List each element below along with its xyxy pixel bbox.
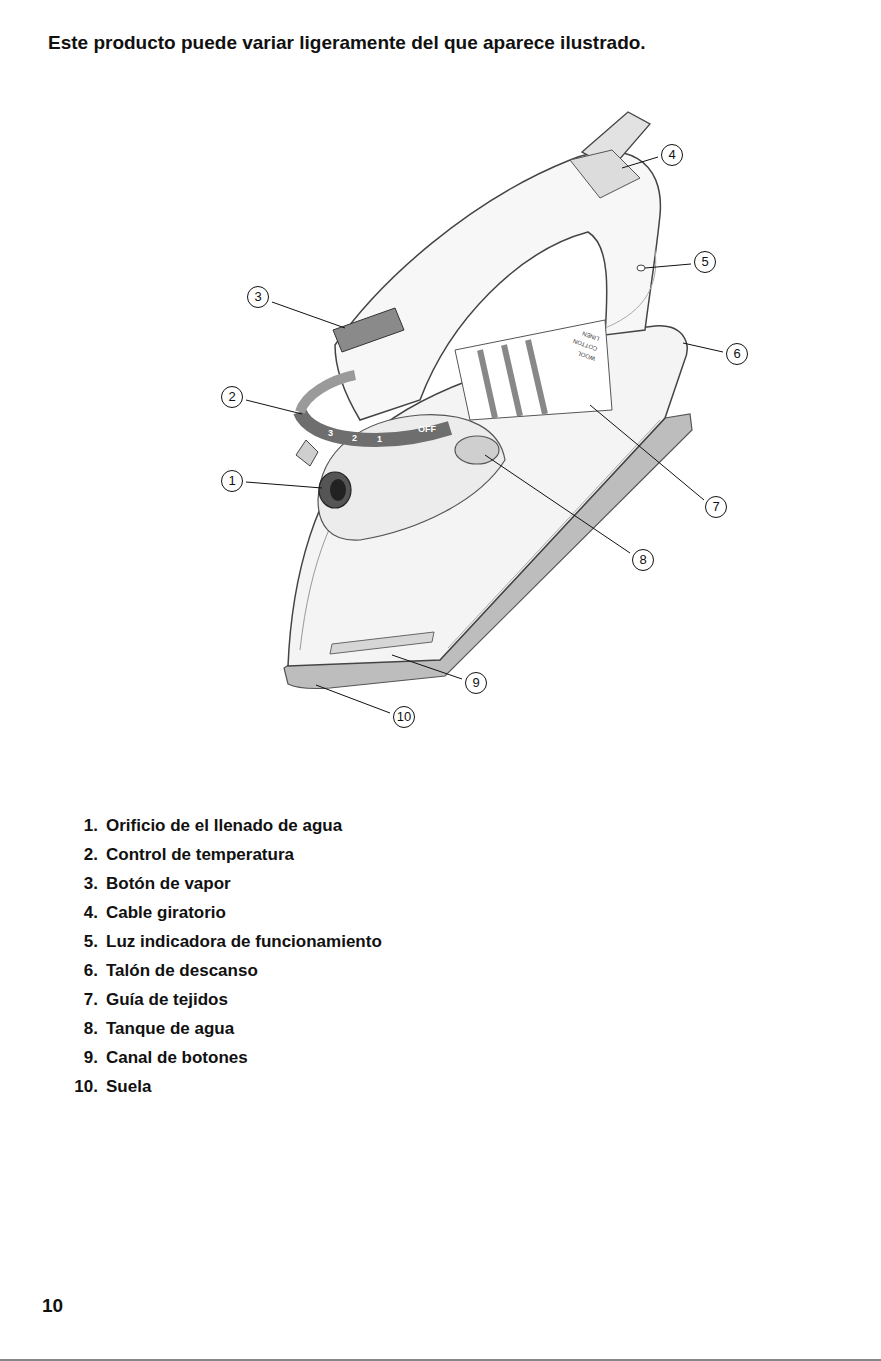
fabric-guide [455, 320, 612, 420]
temperature-dial [300, 375, 355, 412]
part-name: Guía de tejidos [106, 990, 228, 1010]
page-title: Este producto puede variar ligeramente d… [48, 32, 646, 54]
steam-button [333, 308, 404, 352]
dial-mark: 1 [377, 434, 382, 444]
list-number: 1. [62, 816, 98, 836]
part-name: Suela [106, 1077, 151, 1097]
dial-mark: 3 [328, 428, 333, 438]
part-name: Orificio de el llenado de agua [106, 816, 342, 836]
water-fill-hole [330, 479, 346, 501]
cord-collar [570, 150, 640, 198]
part-name: Control de temperatura [106, 845, 294, 865]
temperature-dial [300, 412, 450, 440]
guide-swatches [480, 340, 545, 418]
part-name: Luz indicadora de funcionamiento [106, 932, 382, 952]
callout-number: 6 [726, 343, 748, 365]
callout-number: 1 [221, 470, 243, 492]
callout-number: 8 [632, 549, 654, 571]
list-number: 7. [62, 990, 98, 1010]
callout-number: 2 [221, 386, 243, 408]
list-number: 2. [62, 845, 98, 865]
part-name: Cable giratorio [106, 903, 226, 923]
callout-number: 5 [694, 251, 716, 273]
leader-lines [246, 157, 723, 713]
dial-knob [296, 440, 318, 466]
list-number: 9. [62, 1048, 98, 1068]
page-number: 10 [42, 1295, 63, 1317]
list-number: 5. [62, 932, 98, 952]
callout-number: 9 [465, 672, 487, 694]
indicator-light [637, 265, 645, 271]
callout-number: 7 [705, 496, 727, 518]
part-name: Botón de vapor [106, 874, 231, 894]
button-channel [330, 632, 434, 654]
part-name: Tanque de agua [106, 1019, 234, 1039]
handle-shade [600, 250, 656, 330]
list-number: 8. [62, 1019, 98, 1039]
callout-number: 4 [661, 144, 683, 166]
list-number: 6. [62, 961, 98, 981]
dial-mark: 2 [352, 433, 357, 443]
part-name: Talón de descanso [106, 961, 258, 981]
part-name: Canal de botones [106, 1048, 248, 1068]
body-crease [448, 420, 660, 648]
iron-body [288, 326, 687, 666]
callout-number: 10 [393, 706, 415, 728]
list-number: 10. [62, 1077, 98, 1097]
page-rule [0, 1360, 881, 1361]
dial-mark: OFF [418, 424, 436, 434]
callout-number: 3 [247, 286, 269, 308]
water-fill-hole [319, 472, 351, 508]
list-number: 4. [62, 903, 98, 923]
list-number: 3. [62, 874, 98, 894]
